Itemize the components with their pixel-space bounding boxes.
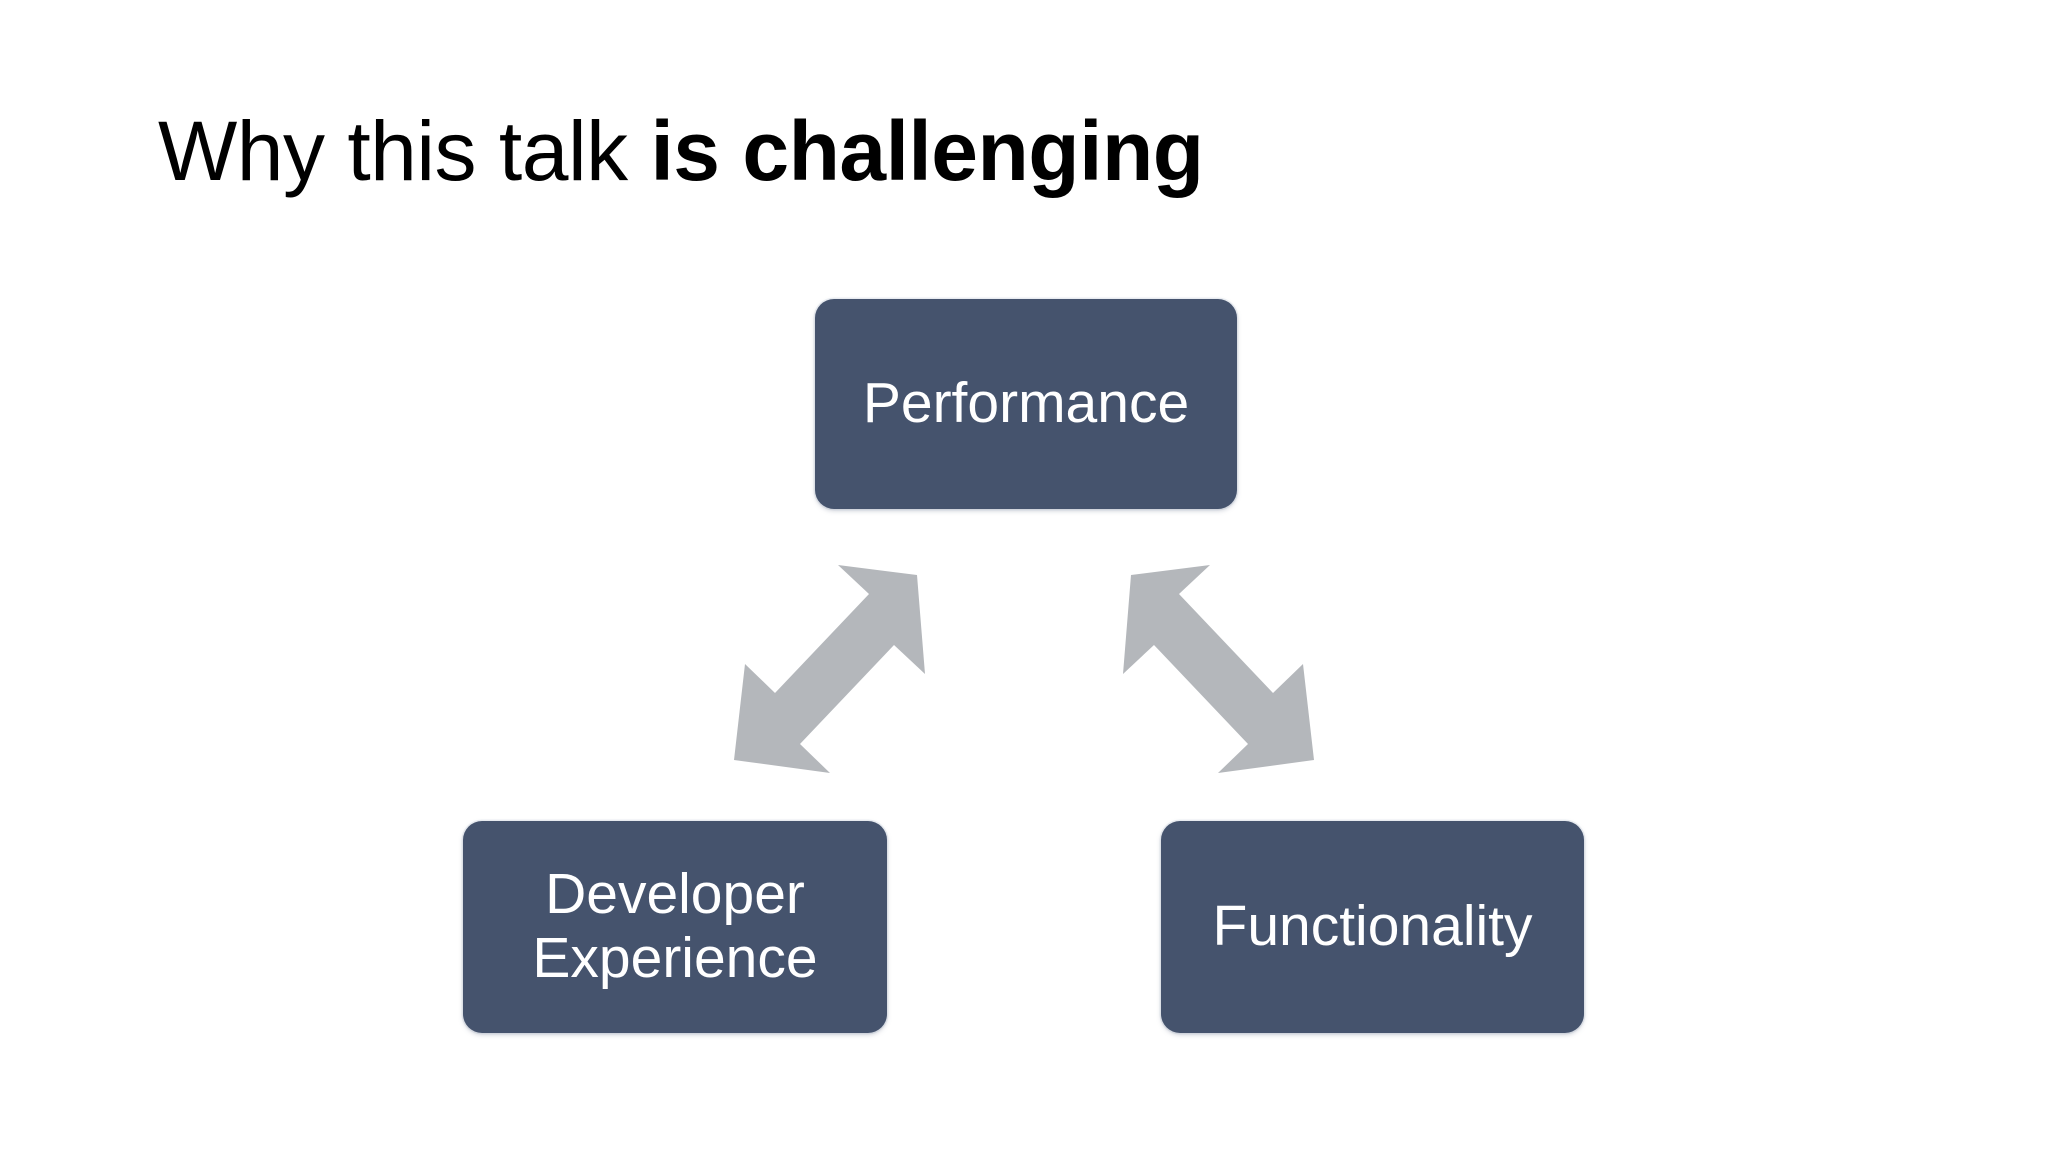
diagram-node-functionality[interactable]: Functionality: [1161, 821, 1584, 1033]
diagram-node-performance-label: Performance: [862, 371, 1190, 436]
diagram-node-developer-experience[interactable]: Developer Experience: [463, 821, 887, 1033]
diagram-node-performance[interactable]: Performance: [815, 299, 1237, 509]
diagram-node-functionality-label: Functionality: [1212, 894, 1533, 959]
page-title: Why this talk is challenging: [158, 106, 1204, 197]
arrow-performance-functionality: [1123, 565, 1314, 773]
page-title-bold: is challenging: [650, 104, 1204, 198]
arrow-performance-developer-experience: [734, 565, 925, 773]
page-title-regular: Why this talk: [158, 104, 651, 198]
diagram-node-developer-experience-label: Developer Experience: [532, 862, 818, 990]
